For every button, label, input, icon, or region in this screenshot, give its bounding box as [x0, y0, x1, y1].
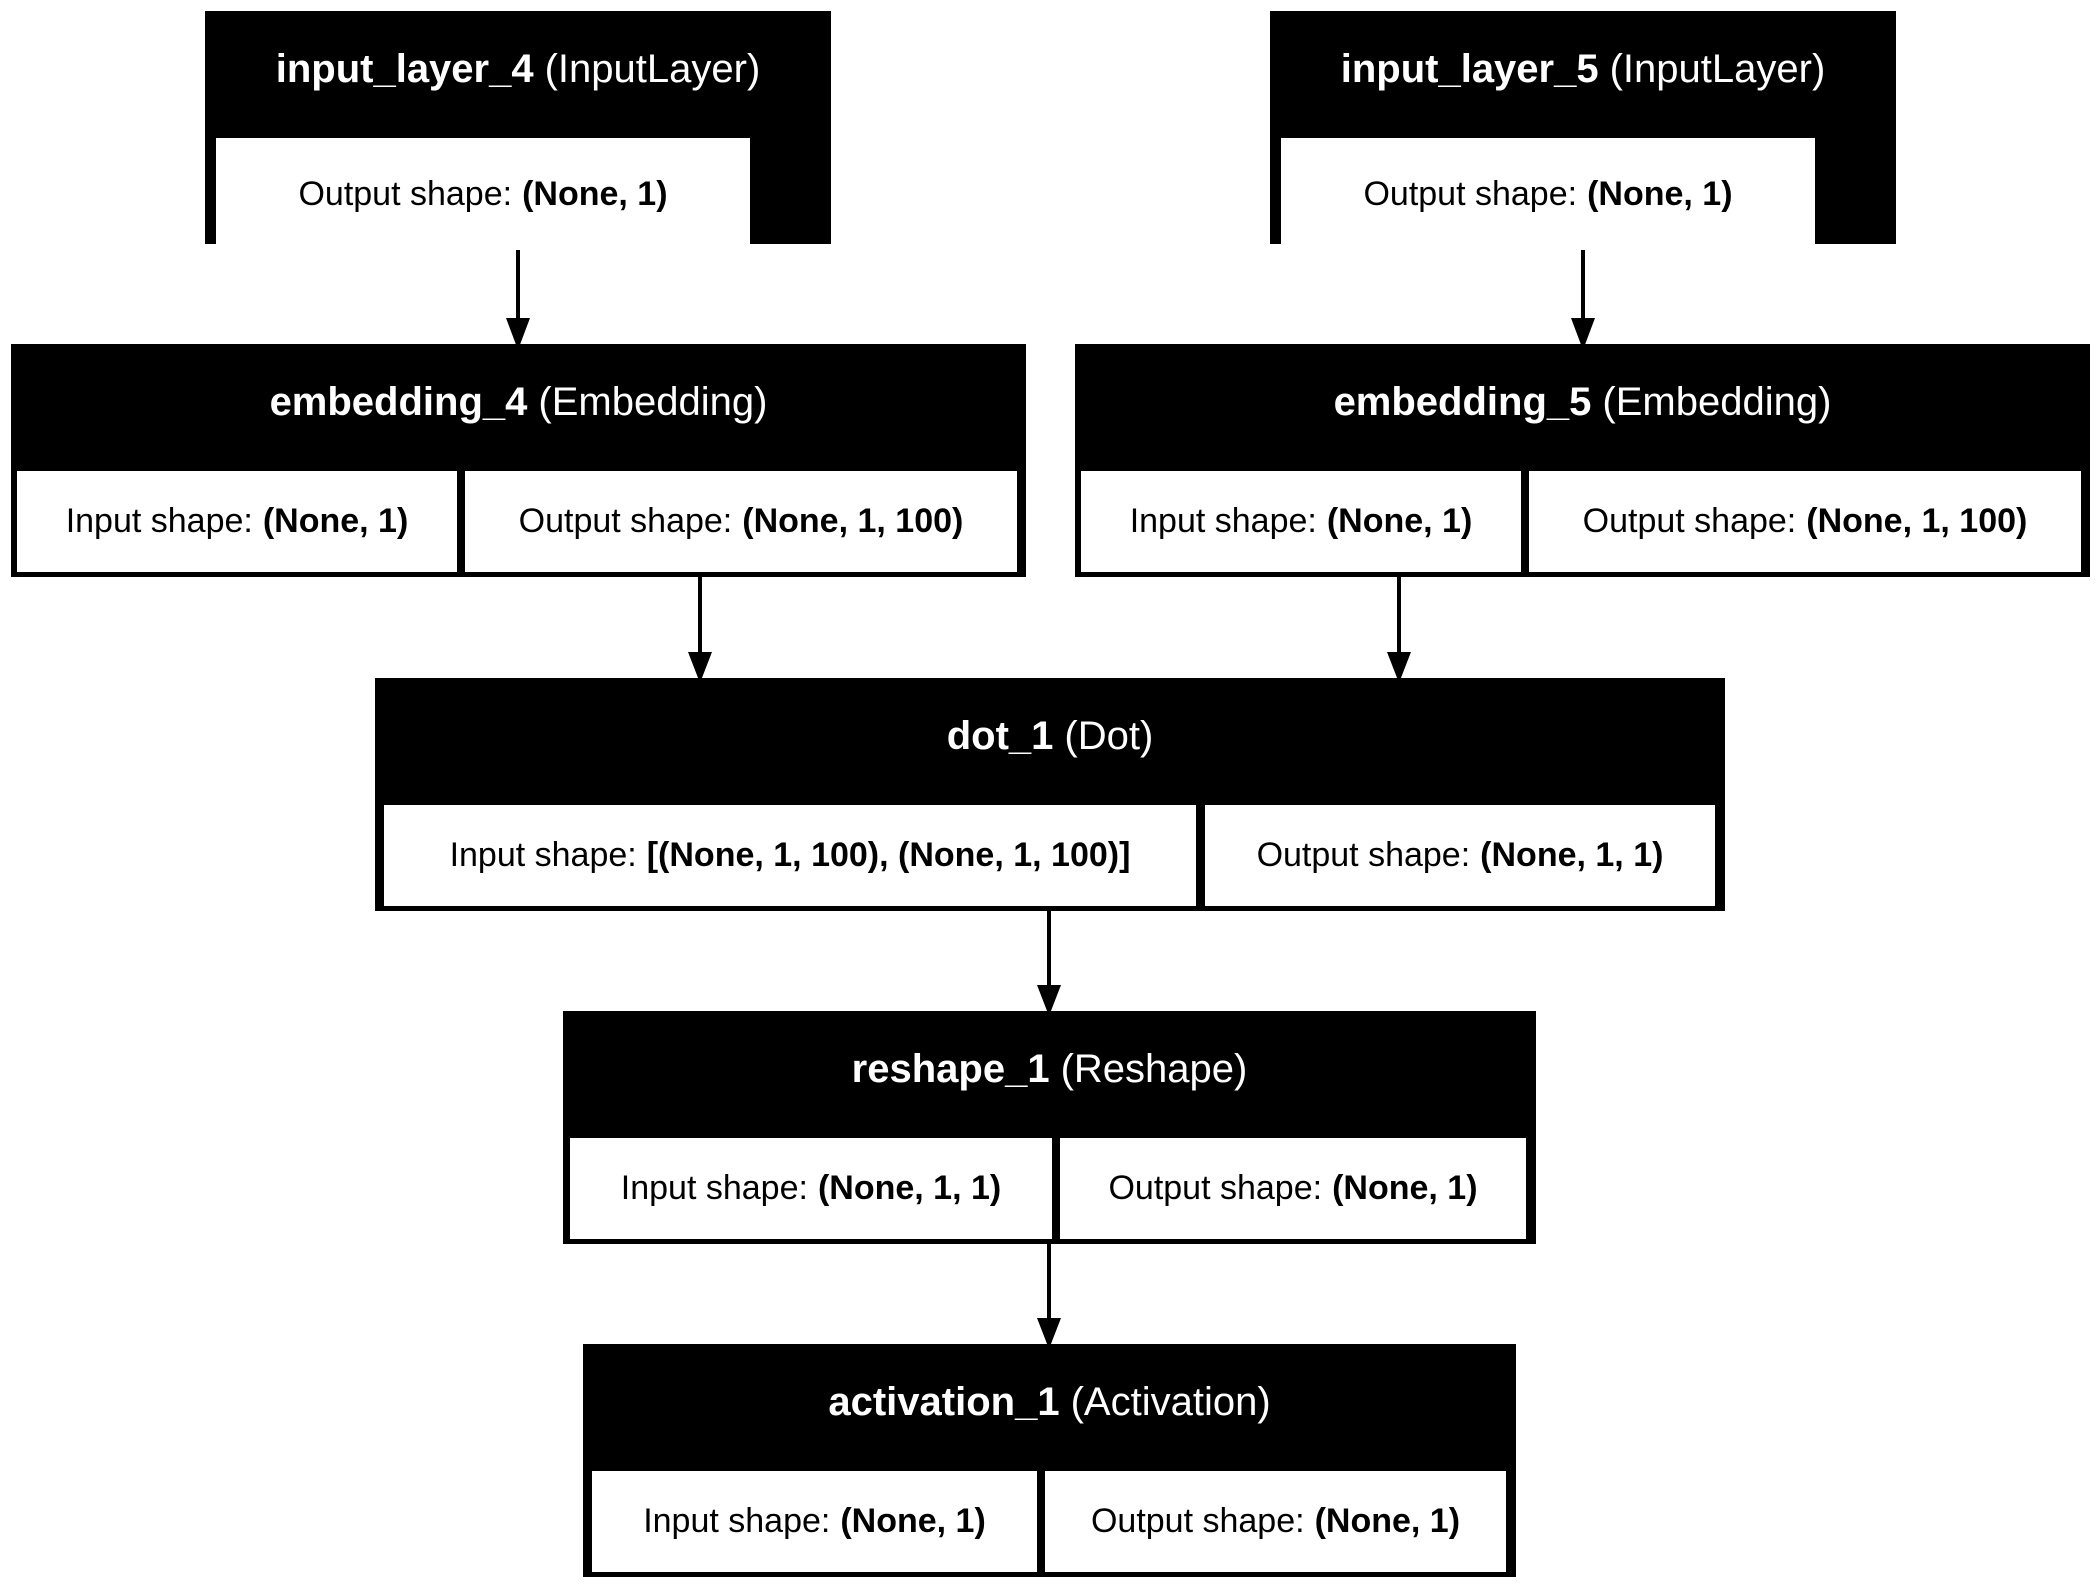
- output-shape-label: Output shape:: [518, 502, 733, 540]
- layer-type: (Embedding): [1602, 379, 1832, 424]
- output-shape-value: (None, 1, 100): [742, 502, 964, 540]
- output-shape-label: Output shape:: [1363, 174, 1578, 213]
- input-shape-cell: Input shape: (None, 1, 1): [570, 1138, 1052, 1239]
- input-shape-cell: Input shape: [(None, 1, 100), (None, 1, …: [384, 805, 1196, 906]
- layer-name: activation_1: [828, 1379, 1060, 1424]
- output-shape-value: (None, 1, 1): [1480, 836, 1664, 874]
- edge-input-layer-4-to-embedding-4: [506, 244, 530, 350]
- output-shape-label: Output shape:: [1108, 1169, 1323, 1207]
- layer-name: embedding_5: [1333, 379, 1592, 424]
- node-header: dot_1 (Dot): [375, 678, 1725, 794]
- node-header: input_layer_5 (InputLayer): [1270, 11, 1896, 127]
- layer-name: input_layer_5: [1340, 46, 1599, 91]
- input-shape-label: Input shape:: [65, 502, 253, 540]
- output-shape-value: (None, 1): [522, 174, 668, 213]
- input-shape-label: Input shape:: [1129, 502, 1317, 540]
- input-shape-label: Input shape:: [643, 1502, 831, 1540]
- input-shape-value: [(None, 1, 100), (None, 1, 100)]: [646, 836, 1131, 874]
- input-shape-cell: Input shape: (None, 1): [592, 1471, 1037, 1572]
- input-shape-value: (None, 1): [262, 502, 409, 540]
- node-header: reshape_1 (Reshape): [563, 1011, 1536, 1127]
- node-header: activation_1 (Activation): [583, 1344, 1516, 1460]
- input-shape-value: (None, 1): [840, 1502, 986, 1540]
- edge-embedding-4-to-dot-1: [688, 577, 712, 683]
- output-shape-value: (None, 1): [1587, 174, 1733, 213]
- node-input-layer-5: input_layer_5 (InputLayer) Output shape:…: [1270, 11, 1896, 250]
- edge-embedding-5-to-dot-1: [1387, 577, 1411, 683]
- input-shape-label: Input shape:: [620, 1169, 808, 1207]
- node-embedding-4: embedding_4 (Embedding) Input shape: (No…: [11, 344, 1026, 577]
- node-dot-1: dot_1 (Dot) Input shape: [(None, 1, 100)…: [375, 678, 1725, 911]
- edge-reshape-1-to-activation-1: [1037, 1244, 1061, 1349]
- input-shape-value: (None, 1, 1): [817, 1169, 1002, 1207]
- input-shape-value: (None, 1): [1326, 502, 1473, 540]
- node-reshape-1: reshape_1 (Reshape) Input shape: (None, …: [563, 1011, 1536, 1244]
- output-shape-cell: Output shape: (None, 1): [1045, 1471, 1506, 1572]
- output-shape-value: (None, 1): [1314, 1502, 1461, 1540]
- layer-type: (Reshape): [1060, 1046, 1248, 1091]
- input-shape-label: Input shape:: [449, 836, 637, 874]
- output-shape-label: Output shape:: [1090, 1502, 1305, 1540]
- node-input-layer-4: input_layer_4 (InputLayer) Output shape:…: [205, 11, 831, 250]
- edge-input-layer-5-to-embedding-5: [1571, 244, 1595, 350]
- layer-type: (InputLayer): [1609, 46, 1826, 91]
- node-header: embedding_5 (Embedding): [1075, 344, 2090, 460]
- layer-name: input_layer_4: [275, 46, 534, 91]
- input-shape-cell: Input shape: (None, 1): [17, 471, 457, 572]
- output-shape-cell: Output shape: (None, 1, 100): [465, 471, 1017, 572]
- output-shape-value: (None, 1, 100): [1806, 502, 2028, 540]
- output-shape-cell: Output shape: (None, 1, 100): [1529, 471, 2081, 572]
- output-shape-cell: Output shape: (None, 1): [1060, 1138, 1526, 1239]
- node-activation-1: activation_1 (Activation) Input shape: (…: [583, 1344, 1516, 1577]
- output-shape-value: (None, 1): [1332, 1169, 1478, 1207]
- node-embedding-5: embedding_5 (Embedding) Input shape: (No…: [1075, 344, 2090, 577]
- node-header: embedding_4 (Embedding): [11, 344, 1026, 460]
- output-shape-label: Output shape:: [298, 174, 513, 213]
- layer-type: (Activation): [1070, 1379, 1271, 1424]
- edge-dot-1-to-reshape-1: [1037, 911, 1061, 1016]
- output-shape-label: Output shape:: [1256, 836, 1471, 874]
- layer-type: (Embedding): [538, 379, 768, 424]
- output-shape-cell: Output shape: (None, 1): [216, 138, 750, 250]
- input-shape-cell: Input shape: (None, 1): [1081, 471, 1521, 572]
- output-shape-cell: Output shape: (None, 1, 1): [1205, 805, 1715, 906]
- node-header: input_layer_4 (InputLayer): [205, 11, 831, 127]
- layer-type: (InputLayer): [544, 46, 761, 91]
- output-shape-cell: Output shape: (None, 1): [1281, 138, 1815, 250]
- layer-name: dot_1: [946, 713, 1054, 758]
- layer-name: embedding_4: [269, 379, 528, 424]
- layer-name: reshape_1: [851, 1046, 1050, 1091]
- layer-type: (Dot): [1064, 713, 1154, 758]
- output-shape-label: Output shape:: [1582, 502, 1797, 540]
